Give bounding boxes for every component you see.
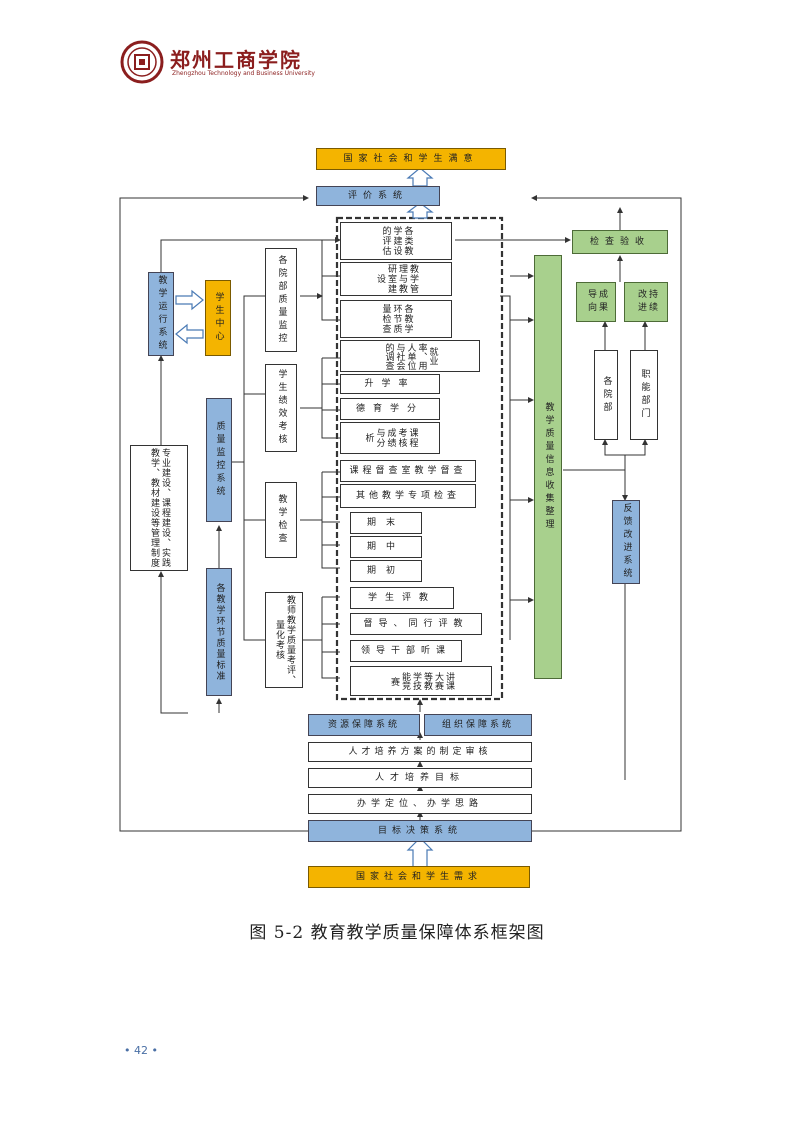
item-box: 各类教学建设的评估 [340,222,452,260]
result-oriented-box: 成果导向 [576,282,616,322]
departments-box: 职能部门 [630,350,658,440]
item-box: 其他教学专项检查 [340,484,476,508]
org-system-box: 组织保障系统 [424,714,532,736]
item-box: 就业率、用人单位与社会的调查 [340,340,480,372]
figure-caption: 图 5-2 教育教学质量保障体系框架图 [249,923,545,943]
item-box: 升学率 [340,374,440,394]
logo-subtitle: Zhengzhou Technology and Business Univer… [172,70,315,77]
college-monitor-box: 各院部质量监控 [265,248,297,352]
check-accept-box: 检查验收 [572,230,668,254]
item-box: 期中 [350,536,422,558]
talent-plan-box: 人才培养方案的制定审核 [308,742,532,762]
teaching-run-box: 教学运行系统 [148,272,174,356]
teacher-assess-box: 教师教学质量考评、量化考核 [265,592,303,688]
teaching-inspection-box: 教学检查 [265,482,297,558]
item-box: 期初 [350,560,422,582]
top-goal-box: 国家社会和学生满意 [316,148,506,170]
info-collect-box: 教学质量信息收集整理 [534,255,562,679]
university-logo: 郑州工商学院 Zhengzhou Technology and Business… [120,40,420,90]
item-box: 学生评教 [350,587,454,609]
item-box: 课程考核成绩与分析 [340,422,440,454]
logo-name: 郑州工商学院 [170,48,302,72]
student-center-box: 学生中心 [205,280,231,356]
continuous-improve-box: 持续改进 [624,282,668,322]
item-box: 督导、同行评教 [350,613,482,635]
item-box: 期末 [350,512,422,534]
talent-goal-box: 人才培养目标 [308,768,532,788]
colleges-box: 各院部 [594,350,618,440]
student-performance-box: 学生绩效考核 [265,364,297,452]
standards-box: 各教学环节质量标准 [206,568,232,696]
school-positioning-box: 办学定位、办学思路 [308,794,532,814]
item-box: 讲课大赛等教学技能竞赛 [350,666,492,696]
resource-system-box: 资源保障系统 [308,714,420,736]
page-number: • 42 • [124,1044,158,1057]
quality-monitor-box: 质量监控系统 [206,398,232,522]
bottom-need-box: 国家社会和学生需求 [308,866,530,888]
item-box: 各教学环节质量检查 [340,300,452,338]
item-box: 领导干部听课 [350,640,462,662]
feedback-system-box: 反馈改进系统 [612,500,640,584]
item-box: 教学管理与教研室建设 [340,262,452,296]
university-seal-icon [120,40,164,84]
item-box: 德育学分 [340,398,440,420]
eval-system-box: 评价系统 [316,186,440,206]
construction-box: 专业建设、课程建设、实践教学、教材建设等管理制度 [130,445,188,571]
target-system-box: 目标决策系统 [308,820,532,842]
item-box: 课程督查室教学督查 [340,460,476,482]
